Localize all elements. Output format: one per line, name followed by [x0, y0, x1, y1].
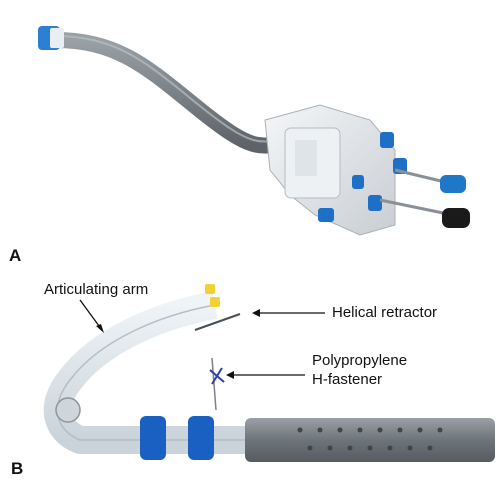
label-fastener-line2: H-fastener — [312, 371, 383, 388]
device-photo-b — [43, 284, 495, 462]
panel-b-photo: Articulating arm Helical retractor Polyp… — [0, 270, 500, 483]
label-articulating-arm: Articulating arm — [44, 281, 149, 298]
panel-letter-a: A — [9, 246, 22, 265]
panel-a-photo: A — [9, 26, 470, 265]
label-fastener-line1: Polypropylene — [312, 352, 408, 369]
label-helical-retractor: Helical retractor — [332, 304, 438, 321]
device-photo-a — [38, 26, 470, 236]
panel-letter-b: B — [11, 459, 24, 478]
